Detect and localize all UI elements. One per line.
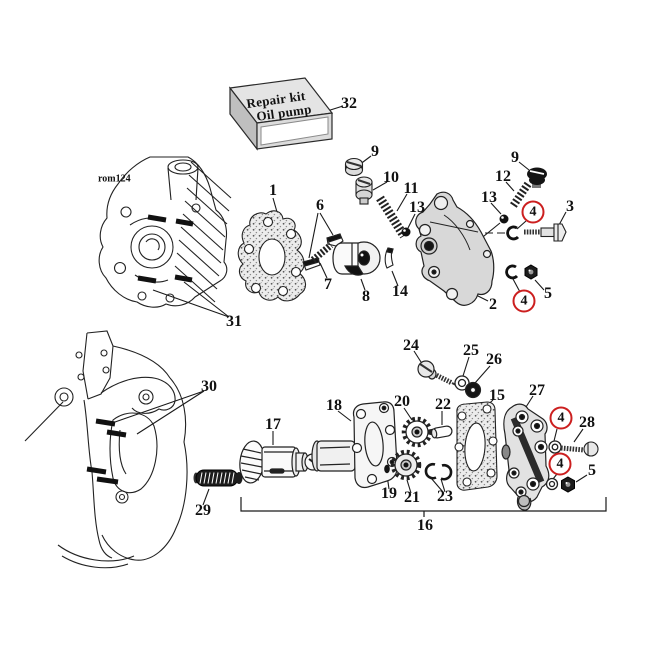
part-label-13-left: 13 xyxy=(409,199,425,216)
part-label-5-top: 5 xyxy=(544,285,552,302)
engine-case-drawing xyxy=(98,156,232,308)
part-21-gear xyxy=(390,449,422,481)
part-29-worm-gear xyxy=(193,469,243,487)
part-1-gasket xyxy=(237,210,307,302)
part-label-20: 20 xyxy=(394,393,410,410)
part-label-13-right: 13 xyxy=(481,189,497,206)
part-26-washer xyxy=(464,381,482,399)
part-label-24: 24 xyxy=(403,337,419,354)
part-9-screw-left xyxy=(344,157,364,177)
part-label-30: 30 xyxy=(201,378,217,395)
part-label-29: 29 xyxy=(195,502,211,519)
part-24-screw xyxy=(417,360,458,387)
part-label-11: 11 xyxy=(403,180,419,197)
part-8-valve-roller xyxy=(332,241,381,276)
part-13-ball-right xyxy=(499,214,509,224)
part-10-screw xyxy=(355,176,373,205)
washer-28-top xyxy=(548,440,562,454)
part-label-2: 2 xyxy=(489,296,497,313)
part-label-5-bottom: 5 xyxy=(588,462,596,479)
part-23-snap-rings xyxy=(424,462,453,481)
lock-washer-bottom xyxy=(505,264,519,280)
part-6-keys-and-7-spring xyxy=(302,233,344,271)
part-15-gasket xyxy=(454,401,498,491)
part-label-4-highlight-a: 4 xyxy=(521,200,545,224)
part-5-nut-top xyxy=(524,264,538,280)
part-5-nut-bottom xyxy=(561,476,575,493)
part-3-bolt xyxy=(524,223,567,242)
crankcase-drawing xyxy=(24,330,188,569)
part-28-bolt xyxy=(560,441,599,457)
washer-5-bottom xyxy=(545,477,559,491)
part-label-23: 23 xyxy=(437,488,453,505)
part-label-16: 16 xyxy=(417,517,433,534)
part-label-4-highlight-d: 4 xyxy=(548,452,572,476)
part-22-pin xyxy=(430,425,453,439)
part-27-pump-body xyxy=(501,403,550,511)
part-label-9-right: 9 xyxy=(511,149,519,166)
part-label-22: 22 xyxy=(435,396,451,413)
part-20-gear xyxy=(401,416,433,448)
part-label-15: 15 xyxy=(489,387,505,404)
part-label-12: 12 xyxy=(495,168,511,185)
part-label-25: 25 xyxy=(463,342,479,359)
bracket-16 xyxy=(240,497,607,517)
part-13-ball-left xyxy=(401,227,411,237)
part-label-6: 6 xyxy=(316,197,324,214)
part-18-pump-body xyxy=(311,401,398,489)
part-label-21: 21 xyxy=(404,489,420,506)
part-11-spring xyxy=(376,195,408,239)
part-label-4-highlight-c: 4 xyxy=(549,406,573,430)
part-label-26: 26 xyxy=(486,351,502,368)
part-2-pump-cover xyxy=(415,191,495,306)
repair-kit-box xyxy=(228,77,334,151)
part-label-27: 27 xyxy=(529,382,545,399)
part-label-18: 18 xyxy=(326,397,342,414)
part-label-17: 17 xyxy=(265,416,281,433)
lock-washer-top xyxy=(506,225,520,241)
part-label-4-highlight-b: 4 xyxy=(512,289,536,313)
part-label-19: 19 xyxy=(381,485,397,502)
drawing-code: rom124 xyxy=(98,173,131,185)
part-label-31: 31 xyxy=(226,313,242,330)
part-label-1: 1 xyxy=(269,182,277,199)
part-9-screw-right xyxy=(527,167,547,188)
part-label-14: 14 xyxy=(392,283,408,300)
part-label-32: 32 xyxy=(341,95,357,112)
part-label-9-left: 9 xyxy=(371,143,379,160)
part-19-pin xyxy=(384,464,390,474)
part-label-8: 8 xyxy=(362,288,370,305)
part-label-28: 28 xyxy=(579,414,595,431)
part-14-wedge xyxy=(384,247,394,269)
part-label-7: 7 xyxy=(324,276,332,293)
part-17-drive-shaft xyxy=(239,440,322,484)
part-12-spring xyxy=(509,181,532,209)
part-label-3: 3 xyxy=(566,198,574,215)
part-label-10: 10 xyxy=(383,169,399,186)
